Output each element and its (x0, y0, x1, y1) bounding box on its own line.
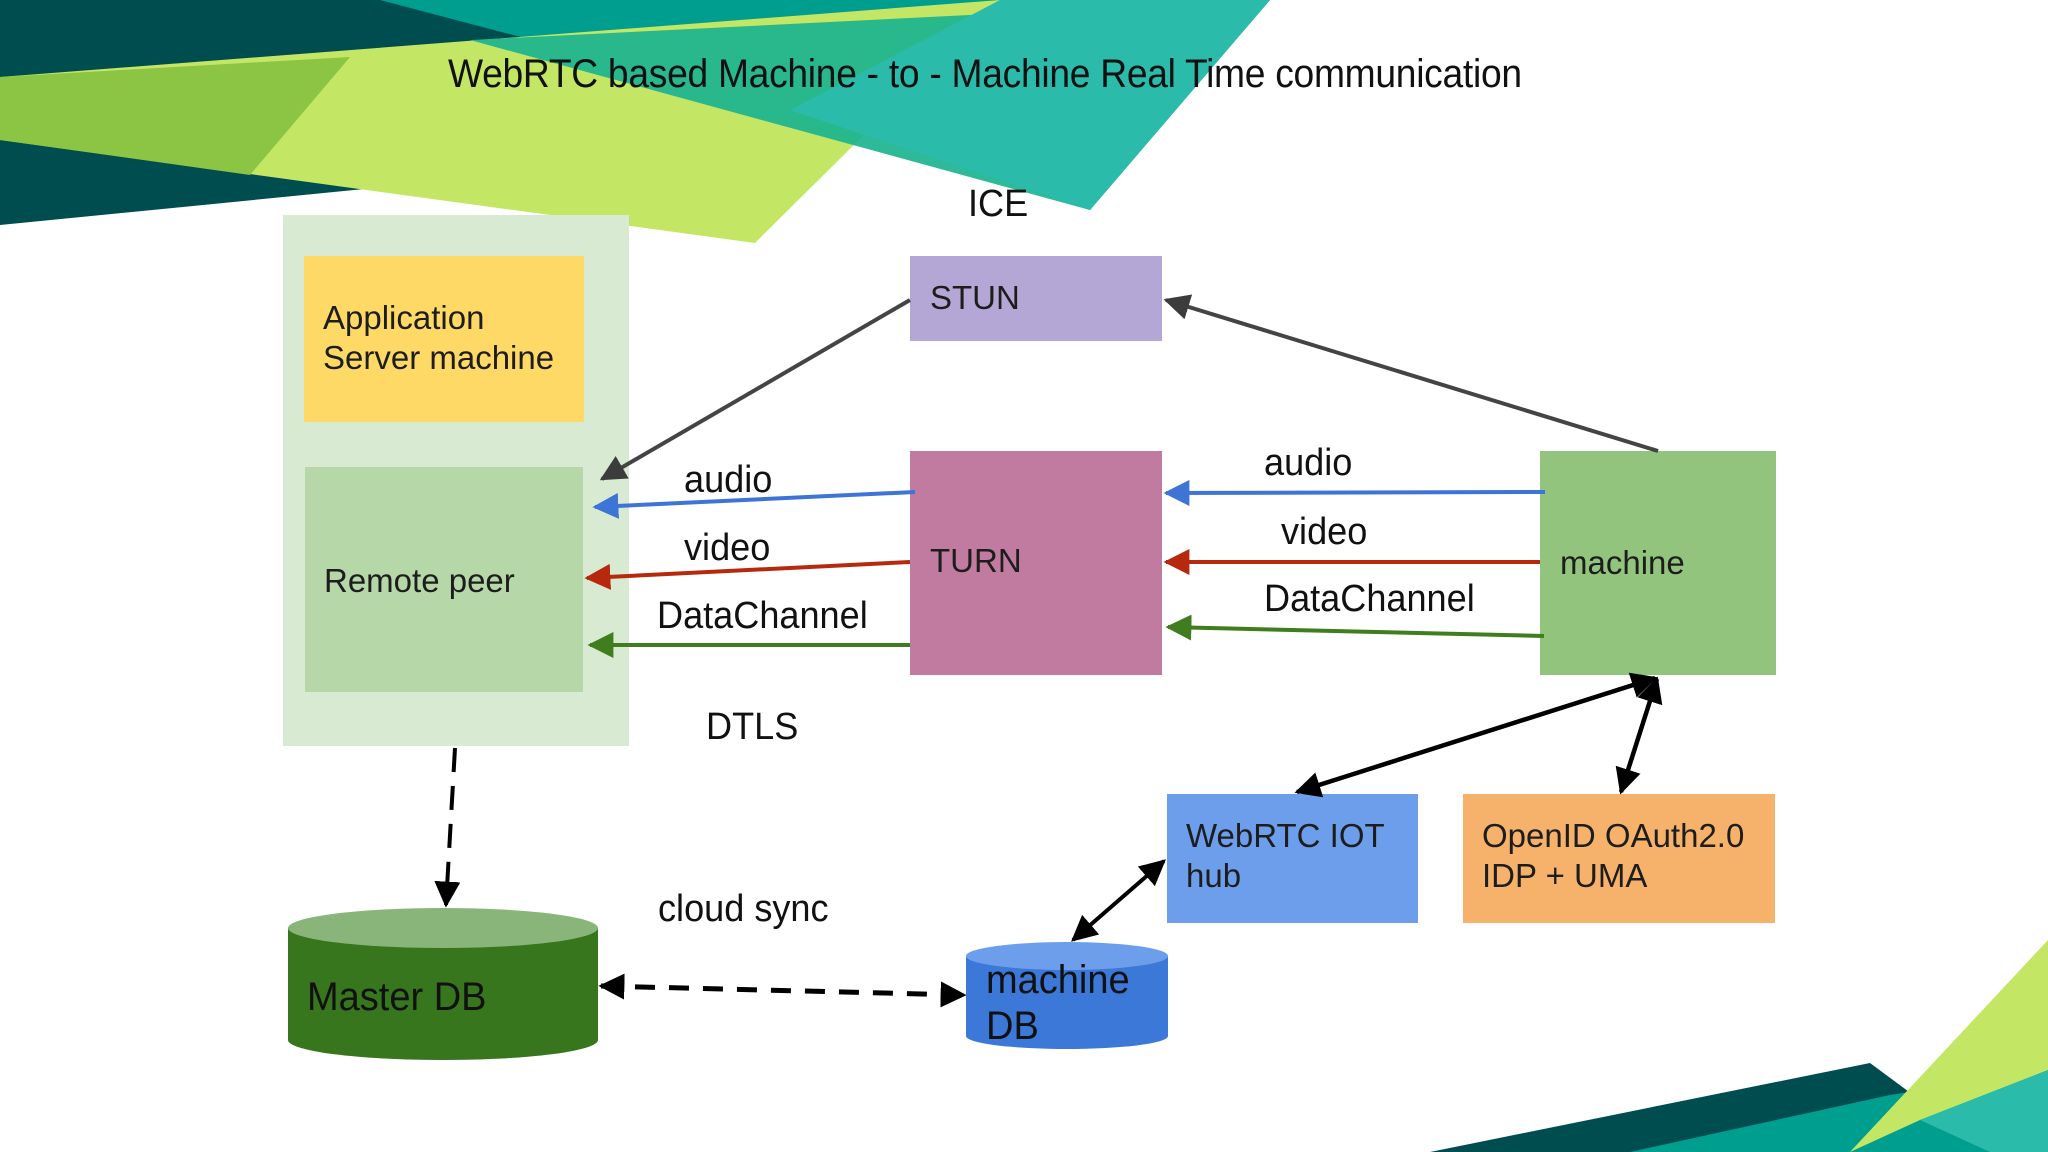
arrow-audio-left (592, 490, 916, 519)
stun-node: STUN (910, 256, 1162, 341)
cloud-sync-label: cloud sync (658, 888, 829, 930)
remote-peer-node: Remote peer (305, 467, 583, 692)
machine-db-label-line2: DB (986, 1004, 1039, 1048)
machine-db-label-line1: machine (986, 958, 1130, 1002)
dtls-label: DTLS (706, 706, 799, 748)
turn-node: TURN (910, 451, 1162, 675)
ice-label: ICE (968, 183, 1029, 225)
machine-label: machine (1560, 544, 1685, 581)
arrow-video-left (584, 560, 911, 590)
slide-title: WebRTC based Machine - to - Machine Real… (447, 52, 1522, 96)
audio-label-right: audio (1264, 442, 1353, 484)
openid-node: OpenID OAuth2.0 IDP + UMA (1463, 794, 1775, 923)
datachannel-label-left: DataChannel (657, 595, 868, 637)
bg-shape-dark-teal-left (0, 140, 250, 220)
openid-label-line2: IDP + UMA (1482, 857, 1648, 894)
bg-shape-bottom-lime (1850, 940, 2048, 1152)
arrow-audio-right (1163, 479, 1546, 506)
machine-db-node (966, 942, 1168, 1049)
arrow-machine-iot-hub (1294, 672, 1658, 798)
arrow-machine-openid (1615, 676, 1663, 795)
arrow-cloud-sync (598, 973, 967, 1008)
master-db-label: Master DB (307, 975, 487, 1019)
bg-shape-light-teal (790, 0, 1270, 210)
app-server-node: Application Server machine (304, 256, 584, 422)
iot-hub-node: WebRTC IOT hub (1167, 794, 1418, 923)
iot-hub-label-line2: hub (1186, 857, 1242, 894)
arrow-stun-to-remote-peer (599, 298, 912, 481)
stun-label: STUN (930, 279, 1020, 316)
arrow-machine-to-stun (1163, 294, 1659, 453)
app-server-label-line1: Application (323, 299, 485, 336)
audio-label-left: audio (684, 459, 773, 501)
bg-shape-bottom-light-teal (1920, 1070, 2048, 1152)
arrow-iot-hub-machine-db (1071, 859, 1166, 942)
turn-label: TURN (930, 542, 1022, 579)
openid-label-line1: OpenID OAuth2.0 (1482, 817, 1745, 854)
arrow-peer-group-to-master-db (434, 747, 461, 908)
bg-shape-green-overlap (0, 57, 350, 175)
datachannel-label-right: DataChannel (1264, 578, 1475, 620)
video-label-right: video (1281, 511, 1368, 553)
remote-peer-label: Remote peer (324, 562, 515, 599)
app-server-label-line2: Server machine (323, 339, 555, 376)
video-label-left: video (684, 527, 771, 569)
master-db-node (288, 908, 598, 1060)
machine-node: machine (1540, 451, 1776, 675)
iot-hub-label-line1: WebRTC IOT (1186, 817, 1385, 854)
arrow-datachannel-right (1165, 614, 1545, 641)
